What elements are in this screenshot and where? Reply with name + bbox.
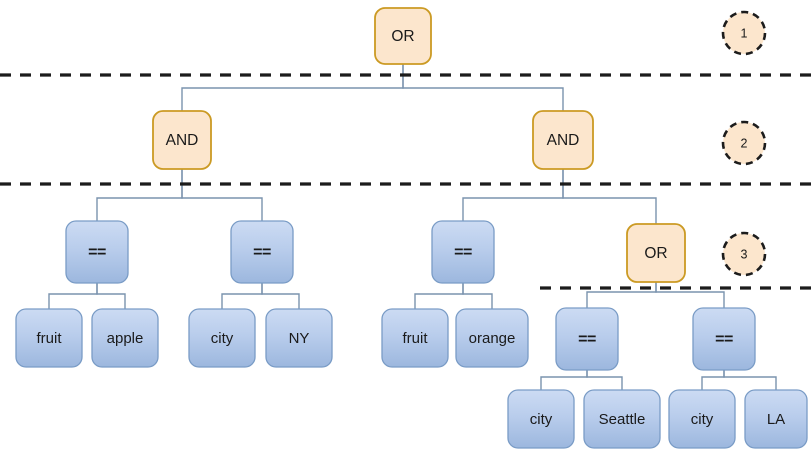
tree-edge xyxy=(586,370,623,390)
tree-node-n9[interactable]: apple xyxy=(91,308,159,368)
operator-box[interactable] xyxy=(532,110,594,170)
level-marker-circle xyxy=(721,10,767,56)
tree-node-n19[interactable]: LA xyxy=(744,389,808,449)
tree-edge xyxy=(462,283,493,309)
value-box[interactable] xyxy=(555,307,619,371)
tree-node-n13[interactable]: orange xyxy=(455,308,529,368)
value-box[interactable] xyxy=(188,308,256,368)
value-box[interactable] xyxy=(91,308,159,368)
tree-node-n6[interactable]: == xyxy=(431,220,495,284)
level-marker-circle xyxy=(721,231,767,277)
value-box[interactable] xyxy=(230,220,294,284)
level-dividers-layer xyxy=(0,73,812,290)
level-marker-3: 3 xyxy=(721,231,767,277)
tree-node-n15[interactable]: == xyxy=(692,307,756,371)
value-box[interactable] xyxy=(583,389,661,449)
tree-node-n16[interactable]: city xyxy=(507,389,575,449)
tree-edge xyxy=(96,283,126,309)
tree-edge xyxy=(562,169,657,224)
tree-node-n10[interactable]: city xyxy=(188,308,256,368)
tree-node-n5[interactable]: == xyxy=(230,220,294,284)
level-markers-layer: 1 2 3 xyxy=(721,10,767,277)
tree-node-n2[interactable]: AND xyxy=(152,110,212,170)
value-box[interactable] xyxy=(507,389,575,449)
value-box[interactable] xyxy=(431,220,495,284)
value-box[interactable] xyxy=(15,308,83,368)
tree-node-n1[interactable]: OR xyxy=(374,7,432,65)
tree-edge xyxy=(723,370,777,390)
tree-edge xyxy=(655,282,725,308)
tree-edge xyxy=(540,370,588,390)
operator-box[interactable] xyxy=(374,7,432,65)
value-box[interactable] xyxy=(668,389,736,449)
tree-node-n11[interactable]: NY xyxy=(265,308,333,368)
tree-edge xyxy=(414,283,464,309)
tree-node-n18[interactable]: city xyxy=(668,389,736,449)
tree-node-n7[interactable]: OR xyxy=(626,223,686,283)
tree-edge xyxy=(96,169,183,221)
tree-node-n14[interactable]: == xyxy=(555,307,619,371)
tree-edge xyxy=(462,169,564,221)
tree-edge xyxy=(181,169,263,221)
value-box[interactable] xyxy=(692,307,756,371)
tree-node-n4[interactable]: == xyxy=(65,220,129,284)
tree-node-n3[interactable]: AND xyxy=(532,110,594,170)
tree-edge xyxy=(181,64,404,111)
tree-node-n17[interactable]: Seattle xyxy=(583,389,661,449)
operator-box[interactable] xyxy=(152,110,212,170)
value-box[interactable] xyxy=(455,308,529,368)
value-box[interactable] xyxy=(381,308,449,368)
value-box[interactable] xyxy=(265,308,333,368)
value-box[interactable] xyxy=(744,389,808,449)
level-marker-2: 2 xyxy=(721,120,767,166)
tree-node-n8[interactable]: fruit xyxy=(15,308,83,368)
tree-edge xyxy=(701,370,725,390)
tree-edge xyxy=(586,282,657,308)
tree-node-n12[interactable]: fruit xyxy=(381,308,449,368)
tree-edge xyxy=(261,283,300,309)
level-marker-1: 1 xyxy=(721,10,767,56)
tree-edge xyxy=(221,283,263,309)
tree-edge xyxy=(402,64,564,111)
operator-box[interactable] xyxy=(626,223,686,283)
tree-edge xyxy=(48,283,98,309)
level-marker-circle xyxy=(721,120,767,166)
value-box[interactable] xyxy=(65,220,129,284)
